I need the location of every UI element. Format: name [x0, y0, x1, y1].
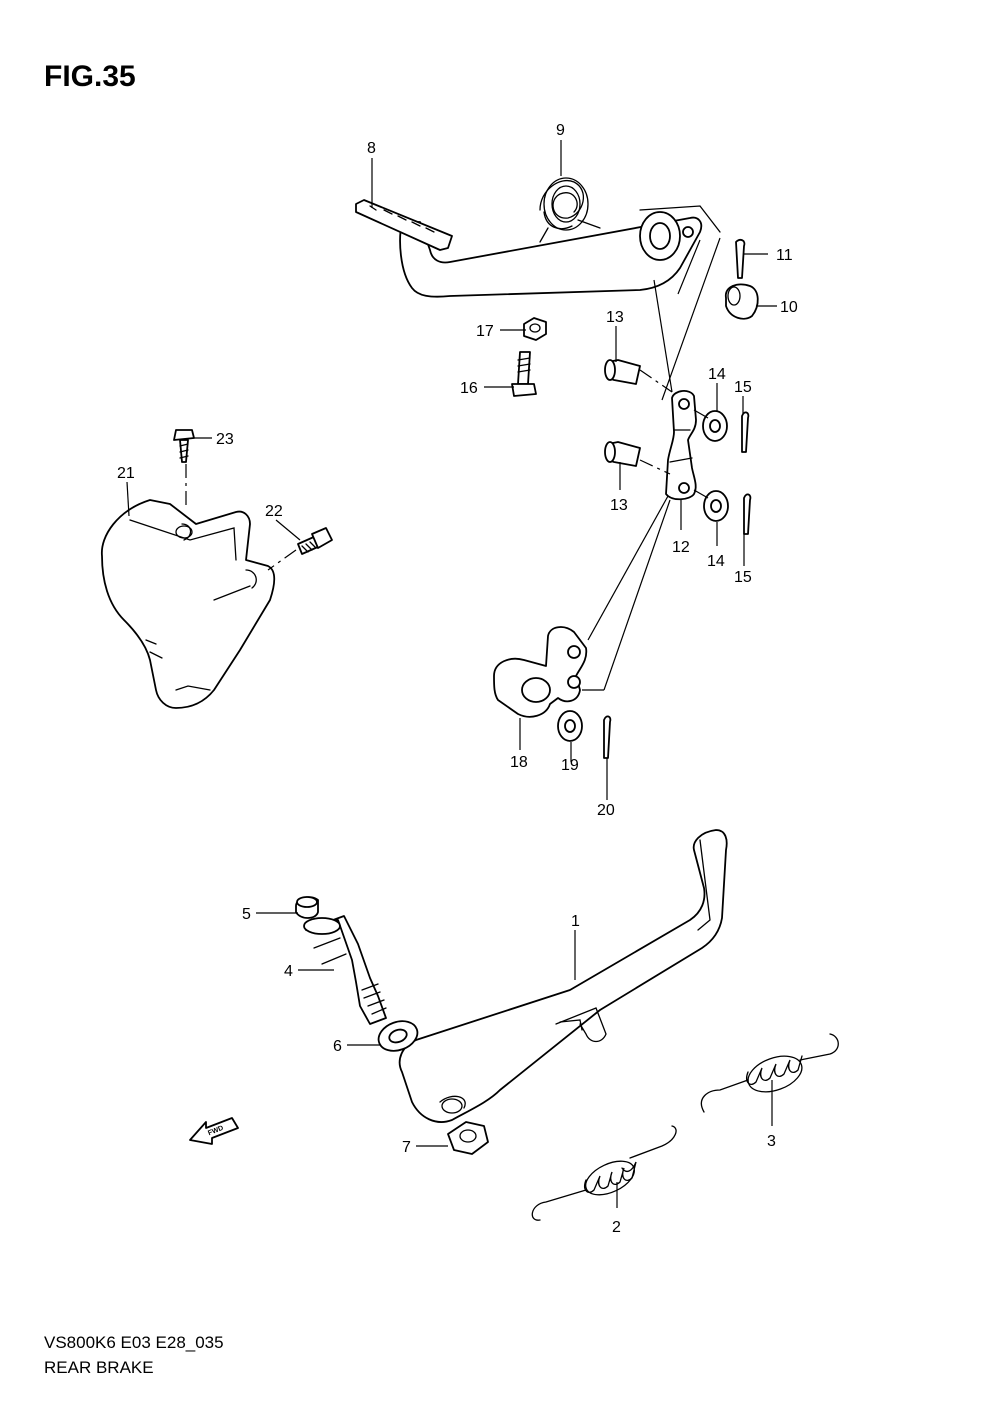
figure-title: FIG.35: [44, 60, 136, 93]
callout-16: 16: [460, 380, 478, 397]
callout-20: 20: [597, 802, 615, 819]
part-22-bolt: [297, 527, 333, 555]
callout-1: 1: [571, 913, 580, 930]
callout-8: 8: [367, 140, 376, 157]
part-11-cotter-pin: [735, 239, 746, 279]
drawing-name: REAR BRAKE: [44, 1358, 154, 1377]
callout-14-upper: 14: [708, 366, 726, 383]
part-18-brake-cam-lever: [493, 626, 588, 718]
assembly-lines: [185, 237, 721, 691]
callout-22: 22: [265, 503, 283, 520]
part-8-brake-pedal: [355, 199, 721, 298]
callout-15-upper: 15: [734, 379, 752, 396]
part-15-cotter-pin-upper: [741, 411, 750, 453]
part-4-pivot-shaft: [303, 915, 387, 1025]
leader-lines: [126, 140, 777, 1208]
part-23-flange-bolt: [173, 429, 195, 463]
callout-2: 2: [612, 1219, 621, 1236]
part-12-brake-rod-link: [665, 390, 697, 501]
callout-11: 11: [776, 247, 793, 264]
part-9-pedal-spring: [539, 177, 601, 243]
part-16-bolt: [511, 351, 537, 397]
part-19-washer: [557, 710, 583, 742]
callout-13-lower: 13: [610, 497, 628, 514]
drawing-code: VS800K6 E03 E28_035: [44, 1333, 224, 1352]
part-20-cotter-pin: [603, 715, 612, 759]
part-2-return-spring: [531, 1125, 677, 1221]
part-14-washer-upper: [702, 410, 728, 442]
part-1-brake-pedal-lower: [398, 829, 728, 1123]
callout-10: 10: [780, 299, 798, 316]
part-5-cap: [295, 896, 319, 919]
part-13-pin-lower: [604, 441, 641, 467]
callout-17: 17: [476, 323, 494, 340]
part-17-nut: [523, 317, 547, 341]
callout-19: 19: [561, 757, 579, 774]
callout-9: 9: [556, 122, 565, 139]
part-7-nut: [447, 1121, 489, 1155]
part-13-pin-upper: [604, 359, 641, 385]
callout-6: 6: [333, 1038, 342, 1055]
part-10-cap: [725, 283, 759, 320]
callout-3: 3: [767, 1133, 776, 1150]
callout-18: 18: [510, 754, 528, 771]
callout-23: 23: [216, 431, 234, 448]
callout-labels: 1 2 3 4 5 6 7 8 9 10 11 12 13 13 14 14 1…: [117, 122, 798, 1236]
callout-4: 4: [284, 963, 293, 980]
callout-13-upper: 13: [606, 309, 624, 326]
callout-21: 21: [117, 465, 135, 482]
callout-15-lower: 15: [734, 569, 752, 586]
part-3-return-spring: [700, 1033, 839, 1113]
fwd-arrow-icon: FWD: [189, 1117, 239, 1145]
callout-14-lower: 14: [707, 553, 725, 570]
callout-7: 7: [402, 1139, 411, 1156]
callout-5: 5: [242, 906, 251, 923]
part-21-brake-guard: [101, 499, 276, 709]
callout-12: 12: [672, 539, 690, 556]
part-15-cotter-pin-lower: [743, 493, 752, 535]
part-6-washer: [377, 1020, 419, 1052]
part-14-washer-lower: [703, 490, 729, 522]
